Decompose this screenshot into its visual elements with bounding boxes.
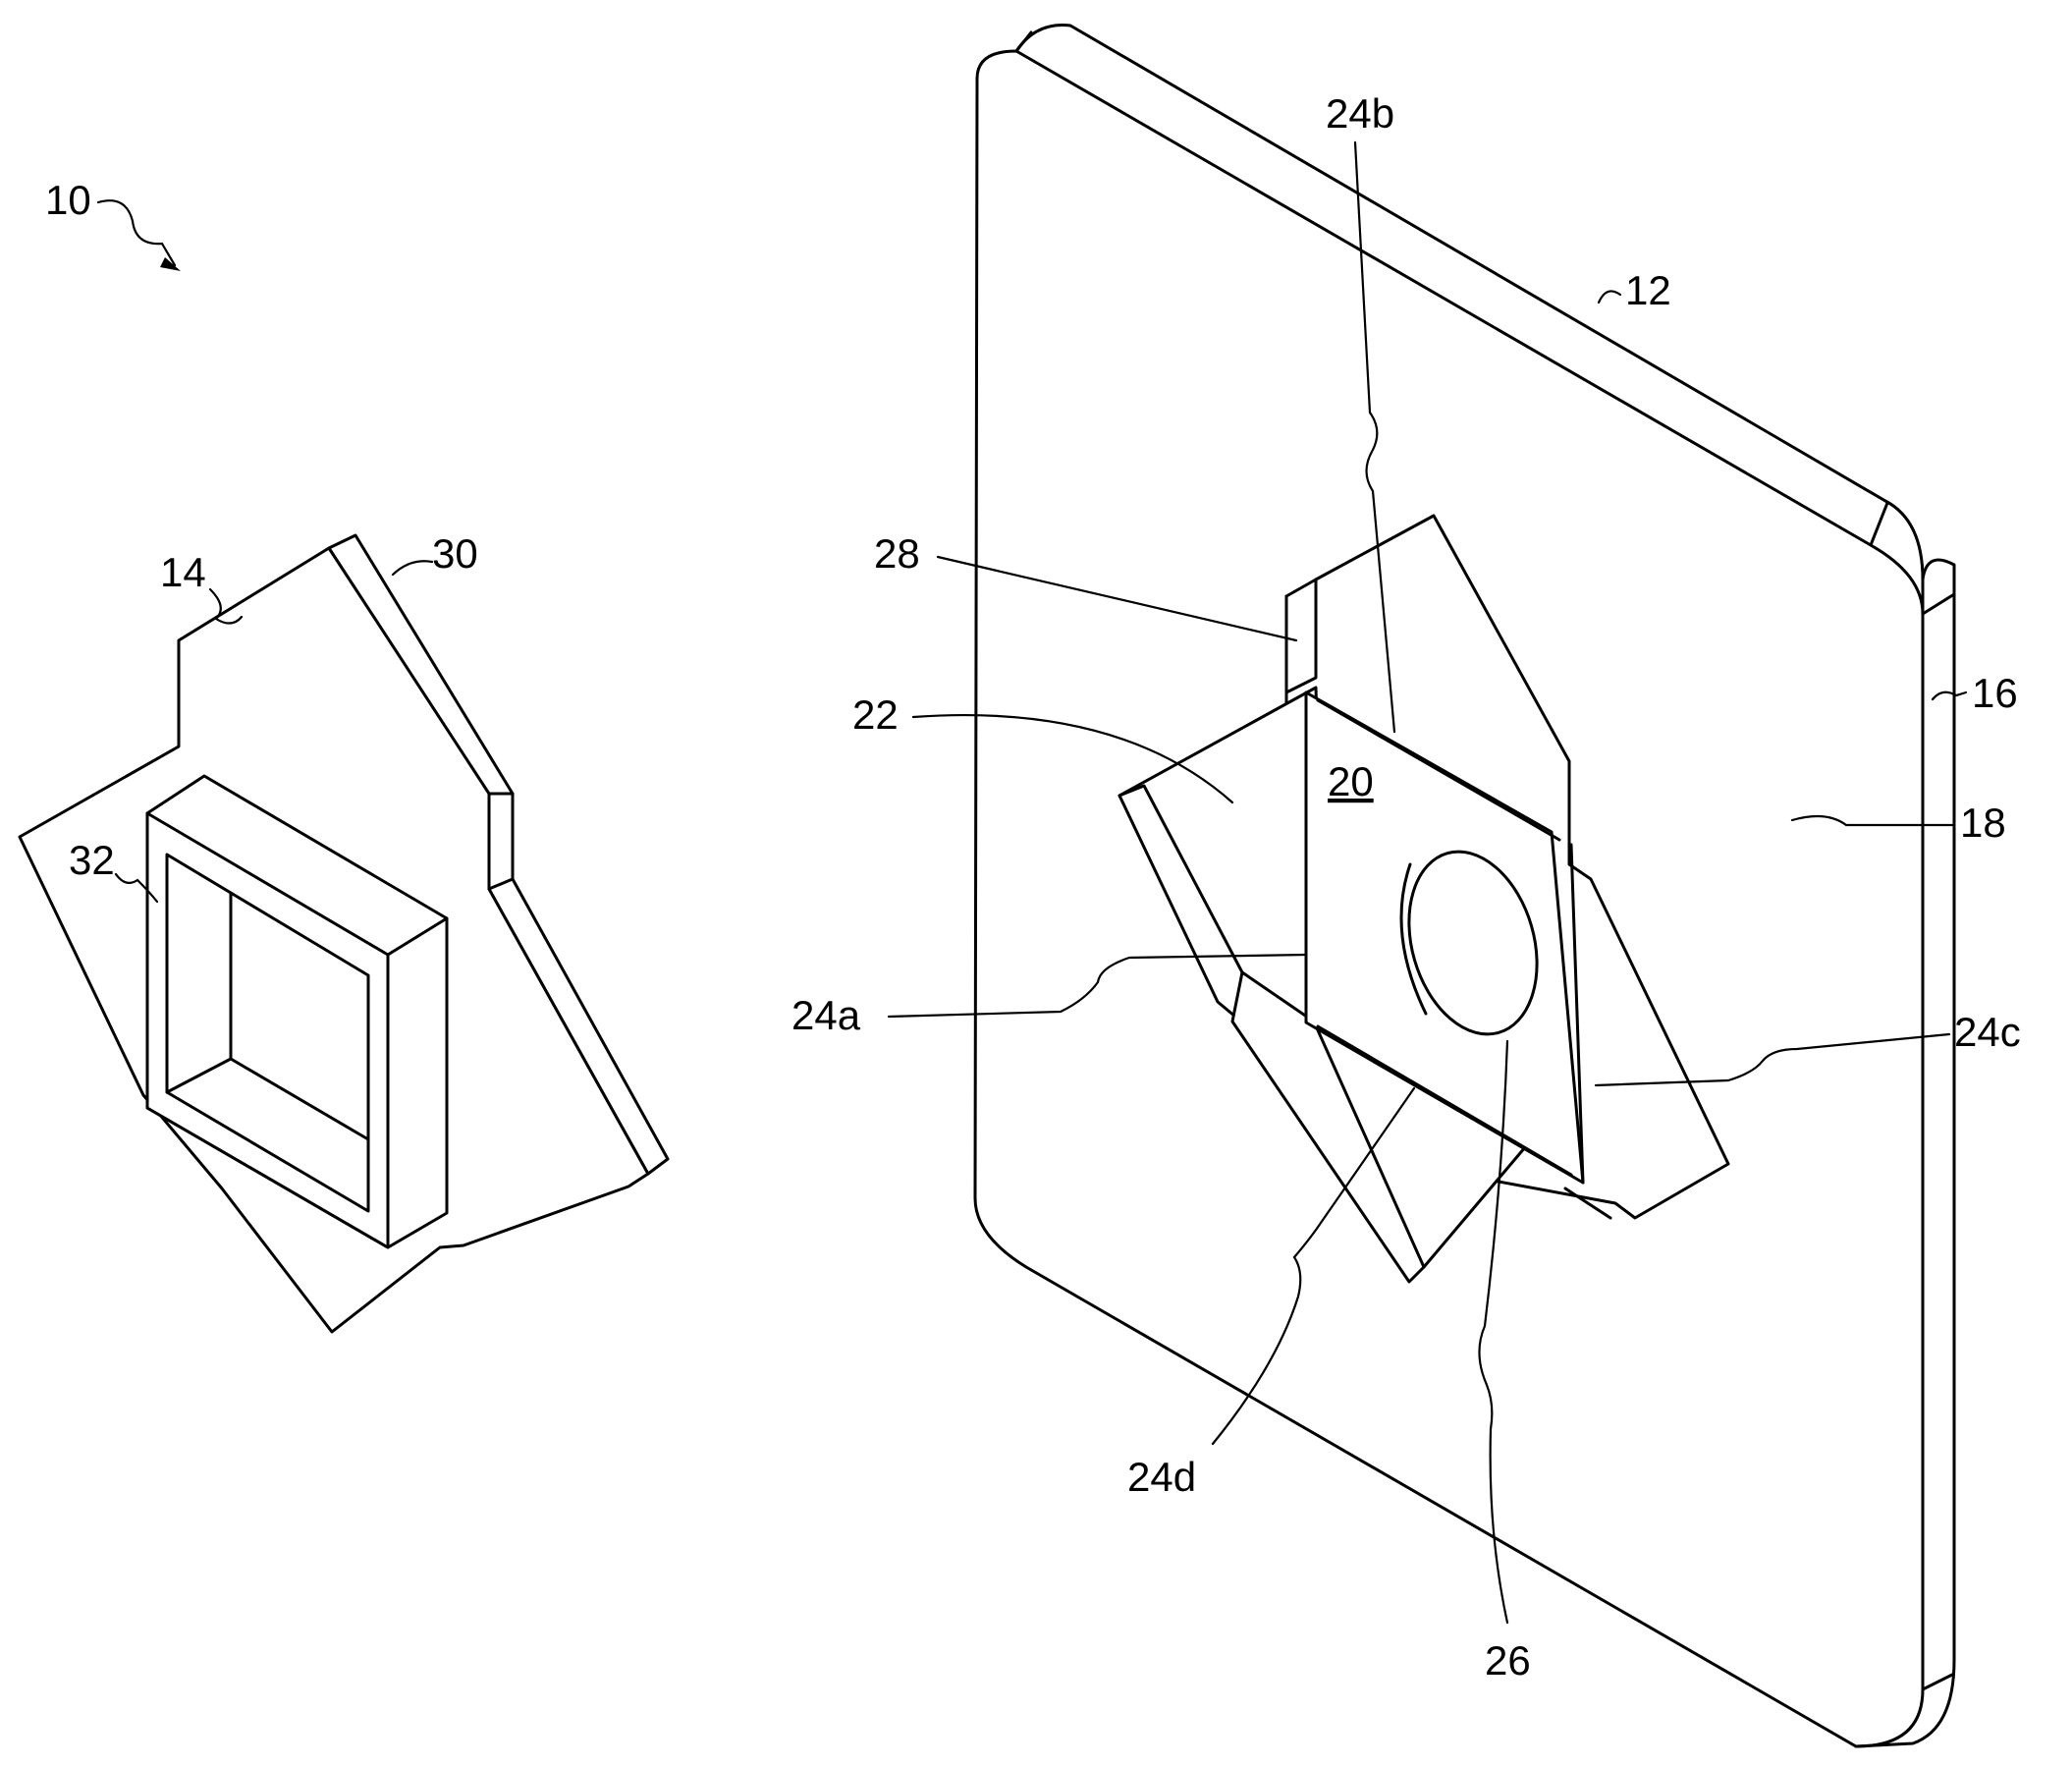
label-24b: 24b <box>1326 90 1394 137</box>
label-14: 14 <box>160 549 206 595</box>
label-24d: 24d <box>1127 1454 1196 1500</box>
label-24a: 24a <box>791 992 861 1038</box>
part-14 <box>20 535 668 1332</box>
label-26: 26 <box>1485 1637 1531 1684</box>
label-30: 30 <box>432 530 478 577</box>
label-12: 12 <box>1625 267 1671 313</box>
label-24c: 24c <box>1954 1009 2021 1055</box>
label-22: 22 <box>852 691 899 738</box>
label-32: 32 <box>69 837 115 883</box>
label-18: 18 <box>1960 800 2006 846</box>
label-10: 10 <box>45 177 91 223</box>
label-28: 28 <box>874 530 920 577</box>
label-20: 20 <box>1328 758 1374 804</box>
label-16: 16 <box>1972 670 2018 716</box>
